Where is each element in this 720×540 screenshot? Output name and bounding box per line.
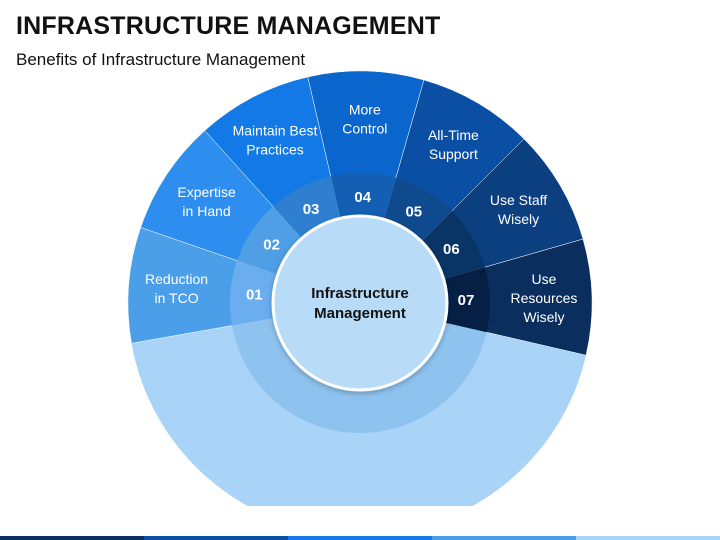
segment-number-03: 03 [303,201,320,218]
segment-number-07: 07 [458,292,475,309]
segment-number-05: 05 [405,204,422,221]
segment-number-02: 02 [263,236,280,253]
ring-sector-04 [330,173,396,220]
number-ring-layer [230,173,490,434]
slide-subtitle: Benefits of Infrastructure Management [16,50,306,69]
segment-number-06: 06 [443,241,460,258]
bottom-ring-sector [231,318,487,434]
segment-number-04: 04 [354,189,371,206]
slide-title: INFRASTRUCTURE MANAGEMENT [16,12,441,40]
center-circle [271,214,449,392]
ring-sector-07 [443,267,490,333]
segment-number-01: 01 [246,287,263,304]
ring-sector-01 [230,260,278,326]
bottom-accent-bar [0,536,720,540]
